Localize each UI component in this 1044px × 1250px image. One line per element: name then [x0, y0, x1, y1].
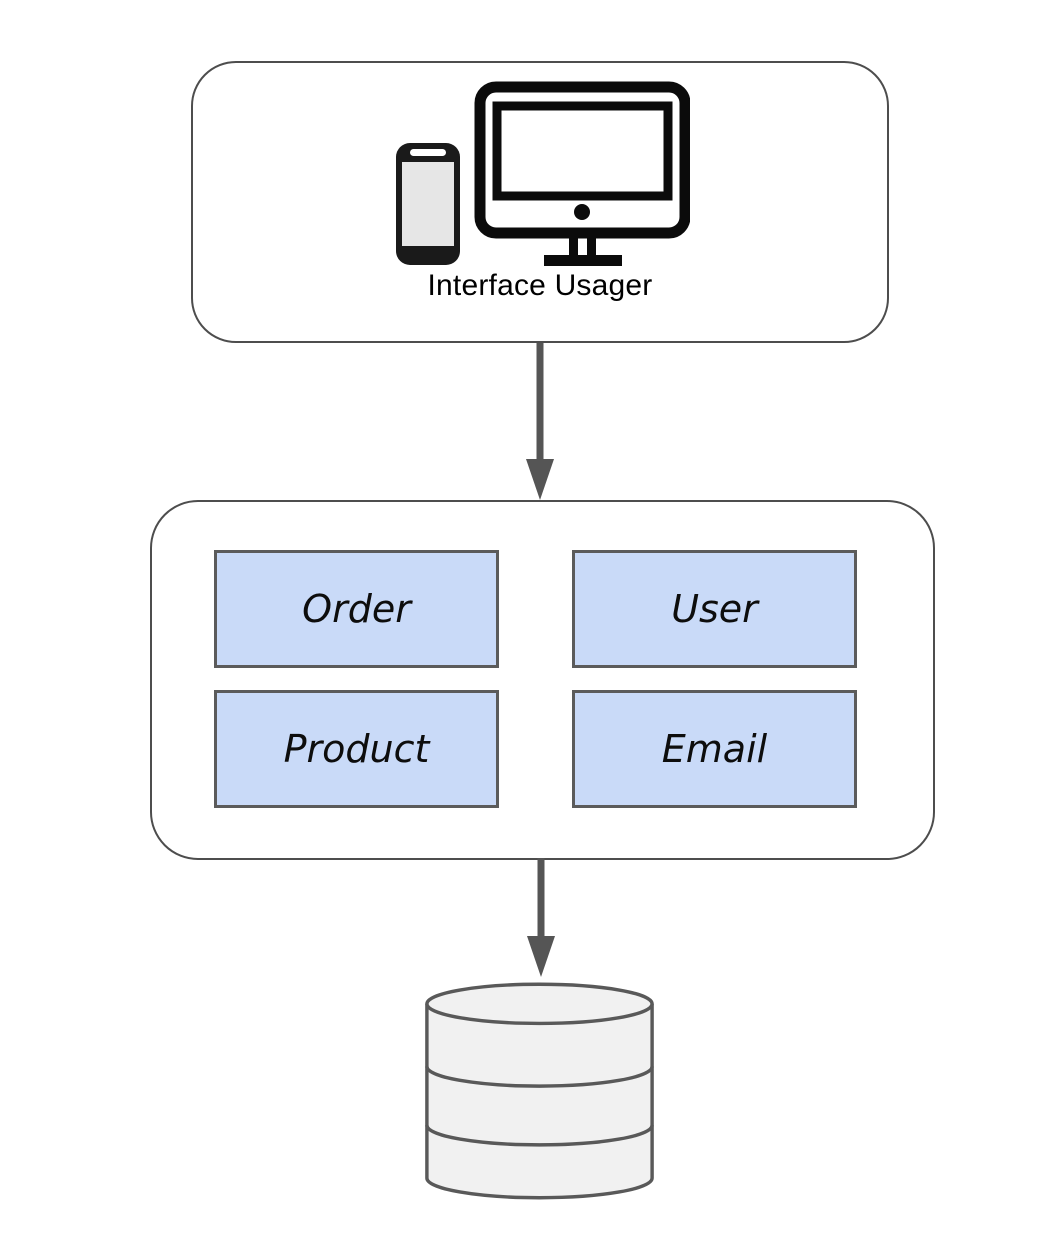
service-label: Order	[302, 587, 411, 631]
arrow-down-icon	[526, 343, 554, 500]
database-icon	[422, 976, 657, 1206]
service-label: Email	[661, 727, 768, 771]
monitor-icon	[474, 81, 690, 266]
service-box-email: Email	[572, 690, 857, 808]
smartphone-icon	[396, 143, 460, 265]
devices-icon-svg	[396, 81, 690, 266]
devices-icon	[390, 81, 690, 267]
arrow-down-icon	[527, 858, 555, 977]
database-icon-svg	[425, 982, 654, 1200]
service-box-user: User	[572, 550, 857, 668]
service-label: User	[671, 587, 758, 631]
interface-usager-label: Interface Usager	[427, 269, 653, 302]
service-box-product: Product	[214, 690, 499, 808]
interface-usager-node: Interface Usager	[191, 61, 889, 343]
services-node: Order User Product Email	[150, 500, 935, 860]
service-box-order: Order	[214, 550, 499, 668]
service-label: Product	[283, 727, 430, 771]
